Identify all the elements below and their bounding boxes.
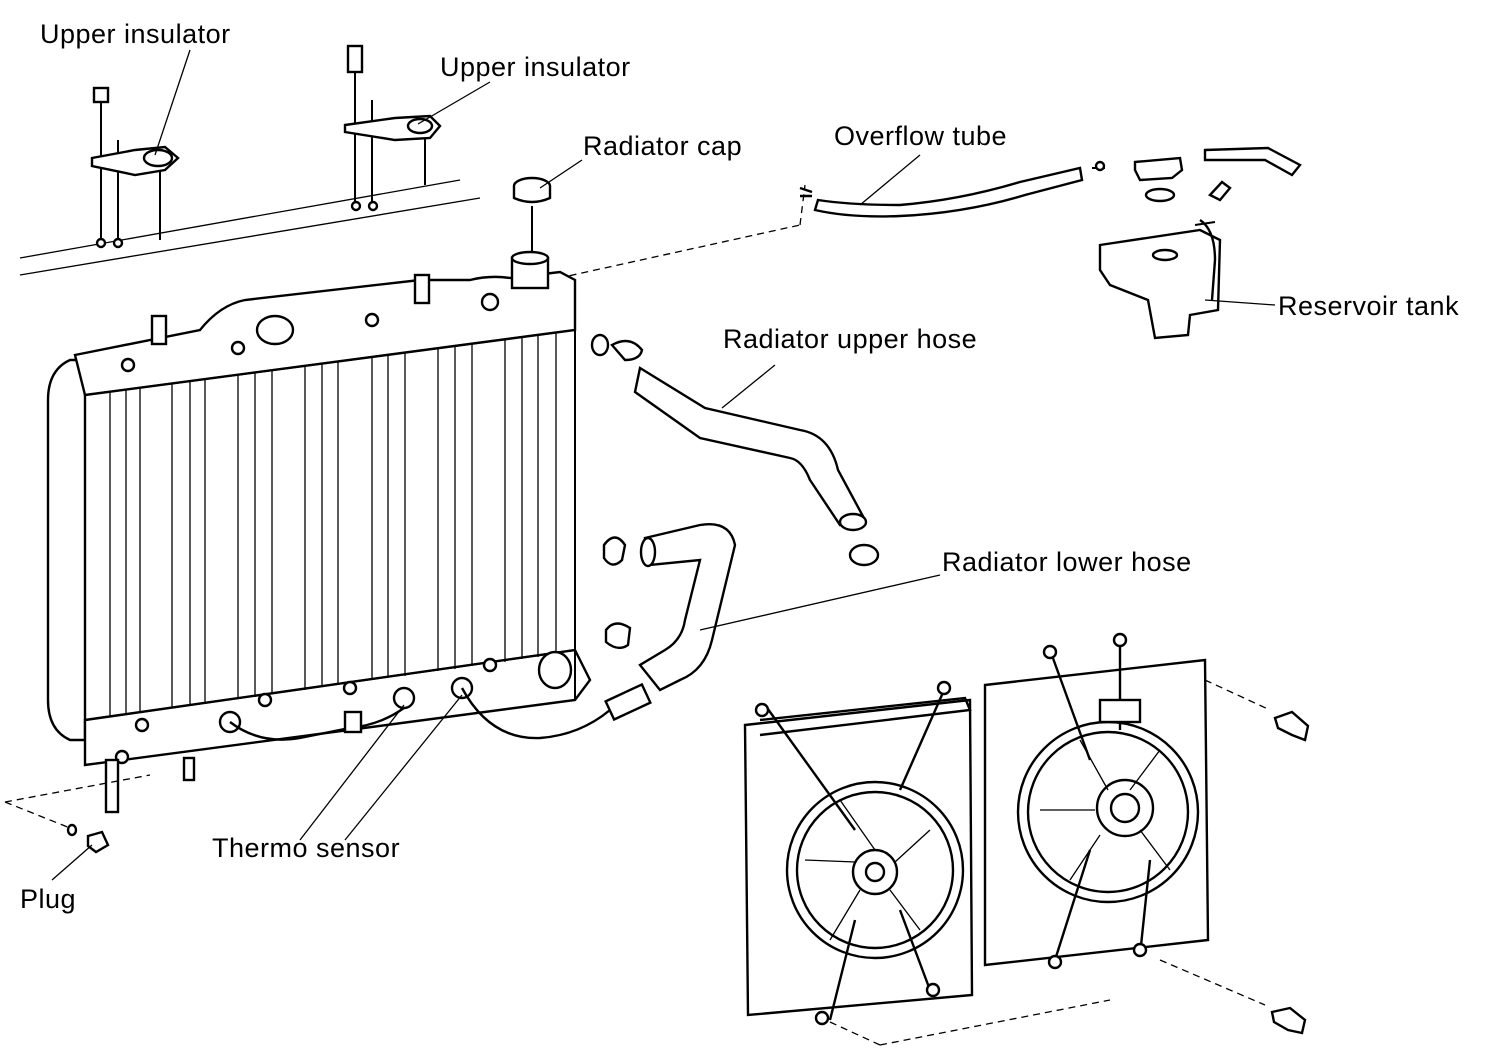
label-radiator-upper-hose: Radiator upper hose	[723, 324, 977, 354]
fan-bolts	[829, 679, 1310, 1046]
upper-insulator-right-part	[343, 44, 442, 212]
radiator-upper-hose-part	[610, 339, 880, 567]
radiator-cap-part	[512, 176, 552, 255]
label-upper-insulator-right: Upper insulator	[440, 52, 631, 82]
label-plug: Plug	[20, 884, 76, 914]
overflow-tube-part	[799, 146, 1302, 218]
reservoir-tank-part	[1098, 219, 1222, 340]
label-overflow-tube: Overflow tube	[834, 121, 1007, 151]
leader-lines	[51, 49, 1276, 881]
label-reservoir-tank: Reservoir tank	[1278, 291, 1459, 321]
label-radiator-cap: Radiator cap	[583, 131, 742, 161]
label-thermo-sensor: Thermo sensor	[212, 833, 400, 863]
plug-part	[4, 774, 151, 854]
label-radiator-lower-hose: Radiator lower hose	[942, 547, 1192, 577]
labels: Upper insulator Upper insulator Radiator…	[20, 19, 1459, 914]
radiator-lower-hose-part	[602, 523, 737, 692]
upper-insulator-left-part	[90, 86, 180, 249]
radiator-fins	[109, 333, 557, 717]
radiator-core-part	[46, 250, 652, 814]
label-upper-insulator-left: Upper insulator	[40, 19, 231, 49]
fan-shroud-right-part	[983, 632, 1210, 970]
fan-shroud-left-part	[743, 680, 974, 1026]
